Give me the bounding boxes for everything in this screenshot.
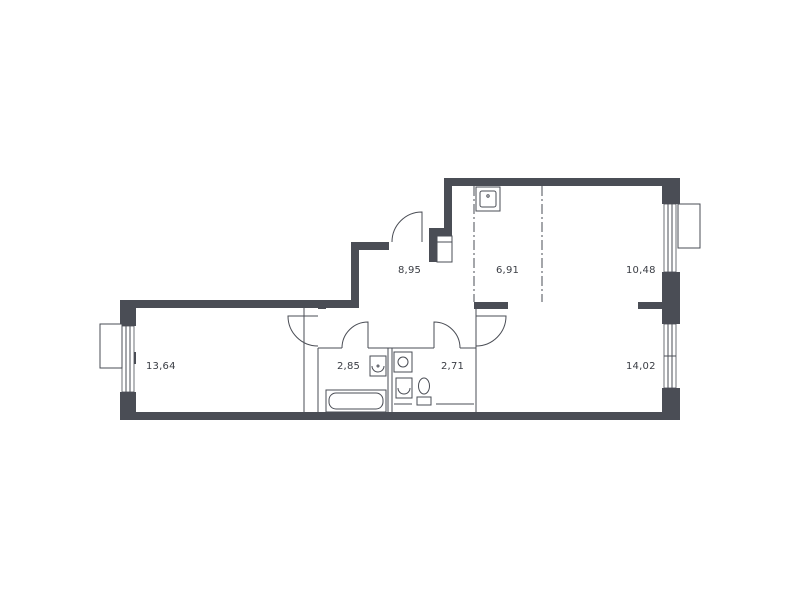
door-bathroom (341, 321, 369, 349)
area-bedroom-right: 14,02 (626, 361, 656, 372)
toilet-tank-icon (416, 396, 432, 406)
area-labels: 13,64 8,95 6,91 10,48 2,85 2,71 14,02 (146, 265, 656, 372)
wall-hall-right-stub (474, 302, 508, 309)
door-right-room (475, 315, 507, 347)
door-entrance (391, 211, 423, 243)
zone-dividers (473, 186, 543, 302)
bathtub-icon (325, 389, 387, 413)
doors (287, 211, 507, 349)
wall-hall-left-vertical (351, 242, 359, 308)
door-left-room (287, 315, 319, 347)
area-kitchen: 6,91 (496, 265, 519, 276)
window-right-top-frame (663, 203, 677, 273)
area-hall: 8,95 (398, 265, 421, 276)
wall-left-side-upper (120, 300, 136, 326)
wall-right-rooms-partition (638, 302, 680, 309)
area-living-left: 13,64 (146, 361, 176, 372)
wall-right-mid (662, 272, 680, 324)
wall-left-top (120, 300, 355, 308)
wall-right-top (662, 178, 680, 204)
wall-bottom (120, 412, 680, 420)
wall-niche (429, 228, 437, 262)
balcony-left (99, 323, 123, 369)
toilet-bowl-icon (418, 377, 430, 395)
door-toilet (433, 321, 461, 349)
fixtures (325, 186, 501, 413)
wall-right-bottom (662, 388, 680, 420)
wall-hall-left-stub (318, 302, 326, 309)
windows (99, 203, 701, 393)
area-toilet: 2,71 (441, 361, 464, 372)
wall-kitchen-left-vertical (444, 178, 452, 242)
area-bathroom: 2,85 (337, 361, 360, 372)
partitions (303, 308, 477, 412)
boiler-icon (436, 235, 453, 263)
washing-machine-icon (393, 351, 413, 373)
area-kitchen-living: 10,48 (626, 265, 656, 276)
wall-hall-top-left (351, 242, 389, 250)
balcony-right (677, 203, 701, 249)
wall-niche-top (429, 228, 452, 236)
wall-top-right (444, 178, 680, 186)
walls (120, 178, 680, 420)
window-left-frame (121, 325, 135, 393)
